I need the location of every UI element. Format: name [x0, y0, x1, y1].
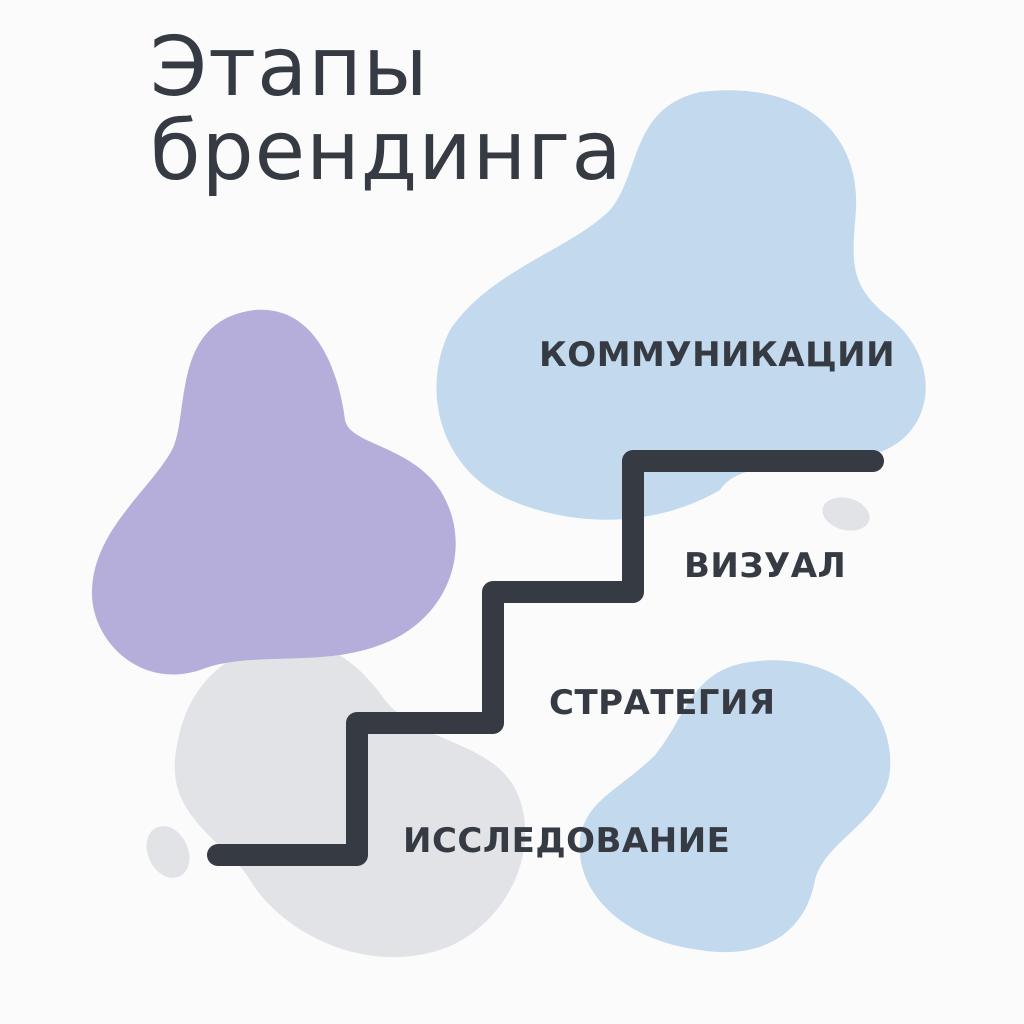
- stage-label-strategy: СТРАТЕГИЯ: [549, 683, 776, 723]
- blob-blue-large: [436, 90, 926, 520]
- blob-purple: [91, 309, 456, 675]
- stage-label-visual: ВИЗУАЛ: [684, 546, 847, 586]
- stage-label-communications: КОММУНИКАЦИИ: [539, 335, 896, 375]
- blob-blue-small: [579, 660, 891, 953]
- title-line-1: Этапы: [150, 20, 429, 115]
- staircase-line: [207, 450, 884, 866]
- stage-label-research: ИССЛЕДОВАНИЕ: [403, 821, 731, 861]
- blob-grey-small-right: [822, 497, 870, 531]
- page-title: Этапы брендинга: [150, 26, 623, 194]
- blob-grey-small-left: [146, 826, 190, 878]
- title-line-2: брендинга: [150, 104, 623, 199]
